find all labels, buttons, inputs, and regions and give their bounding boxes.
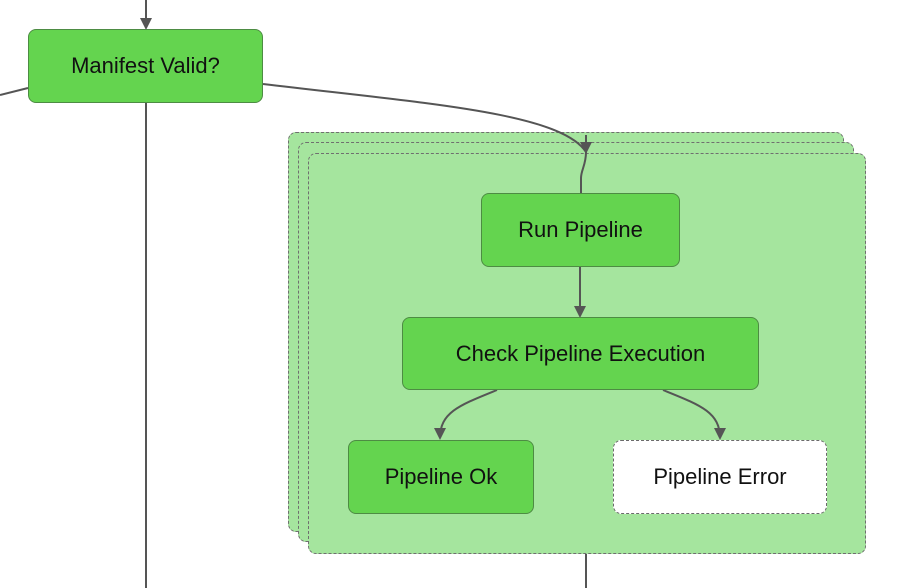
node-check-pipeline-execution-label: Check Pipeline Execution: [455, 340, 706, 366]
node-pipeline-ok[interactable]: Pipeline Ok: [348, 440, 534, 514]
node-pipeline-error[interactable]: Pipeline Error: [613, 440, 827, 514]
node-manifest-valid[interactable]: Manifest Valid?: [28, 29, 263, 103]
node-run-pipeline-label: Run Pipeline: [518, 217, 643, 242]
edge-check-execution-to-pipeline-error: [662, 389, 726, 440]
node-run-pipeline[interactable]: Run Pipeline: [481, 193, 680, 267]
node-pipeline-ok-label: Pipeline Ok: [384, 464, 498, 489]
node-manifest-valid-label: Manifest Valid?: [71, 53, 220, 78]
edge-manifest-valid-to-run-pipeline: [262, 83, 587, 153]
edge-run-pipeline-upper: [580, 151, 587, 193]
node-check-pipeline-execution[interactable]: Check Pipeline Execution: [402, 317, 759, 390]
node-pipeline-error-label: Pipeline Error: [653, 464, 787, 489]
edge-manifest-valid-left-exit: [0, 87, 29, 96]
edge-check-execution-to-pipeline-ok: [434, 389, 498, 440]
